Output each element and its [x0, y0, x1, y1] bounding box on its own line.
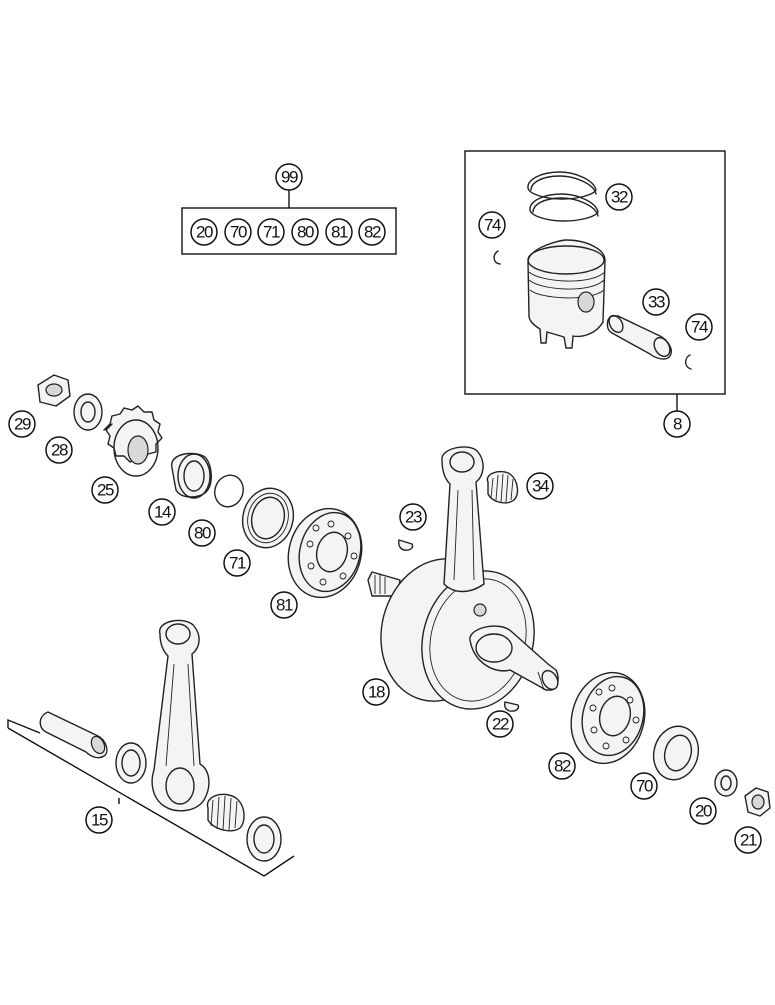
- woodruff-key-lower-drawing: [504, 701, 520, 712]
- label-25: 25: [91, 476, 119, 504]
- label-22: 22: [486, 710, 514, 738]
- svg-text:25: 25: [97, 481, 114, 500]
- label-33: 33: [642, 288, 670, 316]
- svg-text:70: 70: [230, 223, 247, 242]
- piston-assembly-frame: [464, 150, 726, 395]
- label-15: 15: [85, 806, 113, 834]
- label-34: 34: [526, 472, 554, 500]
- svg-text:21: 21: [740, 831, 757, 850]
- right-shaft-components: [570, 671, 771, 817]
- circlip-right-drawing: [684, 354, 692, 370]
- svg-text:20: 20: [695, 802, 712, 821]
- svg-text:29: 29: [14, 415, 31, 434]
- repair-kit-group: [181, 190, 397, 255]
- svg-text:74: 74: [691, 318, 708, 337]
- hex-nut-drawing: [37, 374, 71, 407]
- kit-thrust-washer-right-drawing: [246, 816, 282, 862]
- woodruff-key-upper-drawing: [398, 539, 414, 551]
- svg-text:20: 20: [196, 223, 213, 242]
- main-bearing-left-drawing: [287, 507, 363, 599]
- svg-text:18: 18: [368, 683, 385, 702]
- svg-text:82: 82: [364, 223, 381, 242]
- label-14: 14: [148, 498, 176, 526]
- svg-text:34: 34: [532, 477, 549, 496]
- hex-nut-right-drawing: [744, 787, 771, 817]
- svg-text:71: 71: [229, 554, 246, 573]
- label-99: 99: [275, 163, 303, 191]
- kit-connecting-rod-drawing: [151, 619, 210, 812]
- kit-piston-pin-drawing: [39, 711, 108, 759]
- label-74-right: 74: [685, 313, 713, 341]
- piston-assembly-group: [464, 150, 726, 412]
- svg-text:15: 15: [91, 811, 108, 830]
- label-74-left: 74: [478, 211, 506, 239]
- circlip-left-drawing: [493, 250, 501, 265]
- svg-text:22: 22: [492, 715, 509, 734]
- left-shaft-components: [37, 374, 414, 599]
- label-82: 82: [548, 752, 576, 780]
- label-18: 18: [362, 678, 390, 706]
- svg-text:71: 71: [263, 223, 280, 242]
- needle-bearing-upper-drawing: [486, 470, 519, 504]
- piston-pin-drawing: [606, 314, 672, 360]
- crankshaft-drawing: [367, 446, 559, 710]
- kit-needle-bearing-drawing: [206, 793, 245, 832]
- label-81: 81: [270, 591, 298, 619]
- label-70: 70: [630, 772, 658, 800]
- kit-label-82: 82: [358, 218, 386, 246]
- kit-label-70: 70: [224, 218, 252, 246]
- label-8: 8: [663, 410, 691, 438]
- o-ring-drawing: [214, 474, 244, 508]
- label-23: 23: [399, 503, 427, 531]
- svg-text:99: 99: [281, 168, 298, 187]
- svg-text:80: 80: [194, 524, 211, 543]
- label-32: 32: [605, 183, 633, 211]
- lock-washer-drawing: [73, 393, 103, 431]
- svg-text:81: 81: [276, 596, 293, 615]
- label-28: 28: [45, 436, 73, 464]
- connecting-rod-kit-group: [7, 619, 295, 877]
- label-80: 80: [188, 519, 216, 547]
- piston-ring-drawing: [527, 171, 599, 222]
- label-71: 71: [223, 549, 251, 577]
- svg-text:33: 33: [648, 293, 665, 312]
- kit-label-81: 81: [325, 218, 353, 246]
- washer-right-drawing: [714, 769, 738, 797]
- shaft-seal-right-drawing: [652, 725, 700, 781]
- svg-text:14: 14: [154, 503, 171, 522]
- label-29: 29: [8, 410, 36, 438]
- spacer-bushing-drawing: [171, 452, 212, 499]
- kit-thrust-washer-left-drawing: [115, 742, 147, 784]
- svg-text:80: 80: [297, 223, 314, 242]
- repair-kit-frame: [181, 207, 397, 255]
- svg-text:32: 32: [611, 188, 628, 207]
- kit-label-20: 20: [190, 218, 218, 246]
- shaft-seal-drawing: [241, 487, 295, 549]
- svg-text:28: 28: [51, 441, 68, 460]
- svg-text:70: 70: [636, 777, 653, 796]
- piston-drawing: [527, 239, 606, 349]
- label-21: 21: [734, 826, 762, 854]
- svg-text:81: 81: [331, 223, 348, 242]
- label-20: 20: [689, 797, 717, 825]
- main-bearing-right-drawing: [570, 671, 646, 765]
- kit-label-80: 80: [291, 218, 319, 246]
- svg-text:82: 82: [554, 757, 571, 776]
- svg-text:8: 8: [673, 415, 682, 434]
- svg-text:23: 23: [405, 508, 422, 527]
- kit-label-71: 71: [257, 218, 285, 246]
- svg-text:74: 74: [484, 216, 501, 235]
- primary-gear-drawing: [103, 405, 163, 477]
